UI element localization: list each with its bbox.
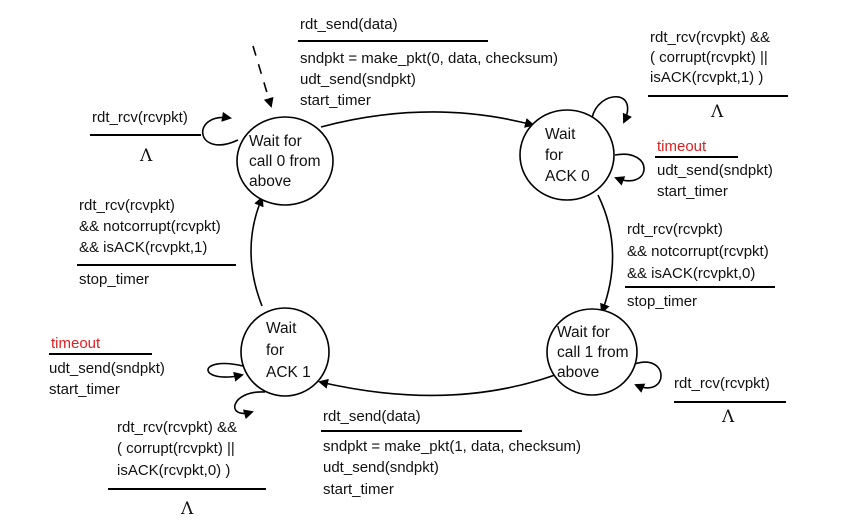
transition-action: stop_timer	[627, 293, 697, 310]
edge-call0-to-ack0	[320, 111, 535, 128]
label-call1-self: rdt_rcv(rcvpkt) Λ	[674, 375, 786, 427]
state-label-line: for	[266, 342, 284, 359]
transition-event: rdt_rcv(rcvpkt)	[674, 375, 770, 392]
lambda-symbol: Λ	[721, 407, 735, 427]
transition-event: rdt_rcv(rcvpkt)	[92, 109, 188, 126]
label-ack0-timeout: timeout udt_send(sndpkt) start_timer	[655, 138, 773, 200]
state-wait-call-0: Wait for call 0 from above	[236, 116, 334, 206]
self-loop-ack1-corrupt	[234, 391, 266, 420]
transition-action: sndpkt = make_pkt(0, data, checksum)	[300, 50, 558, 67]
lambda-symbol: Λ	[180, 499, 194, 519]
state-label-line: above	[557, 364, 599, 381]
label-ack0-to-call1: rdt_rcv(rcvpkt) && notcorrupt(rcvpkt) &&…	[625, 221, 775, 310]
state-label-line: Wait for	[249, 133, 302, 150]
transition-event: rdt_rcv(rcvpkt) &&	[117, 419, 237, 436]
transition-event: && isACK(rcvpkt,1)	[79, 239, 207, 256]
edge-ack0-to-call1	[597, 194, 614, 314]
transition-event: rdt_rcv(rcvpkt)	[79, 197, 175, 214]
timeout-event: timeout	[657, 138, 707, 155]
label-ack1-self-corrupt: rdt_rcv(rcvpkt) && ( corrupt(rcvpkt) || …	[108, 419, 266, 519]
transition-action: start_timer	[49, 381, 120, 398]
transition-event: rdt_rcv(rcvpkt) &&	[650, 29, 770, 46]
lambda-symbol: Λ	[139, 146, 153, 166]
state-wait-ack-0: Wait for ACK 0	[519, 109, 615, 201]
label-call0-self: rdt_rcv(rcvpkt) Λ	[90, 109, 201, 166]
self-loop-ack1-timeout	[207, 362, 244, 382]
self-loop-ack0-corrupt	[591, 96, 632, 124]
transition-event: isACK(rcvpkt,0) )	[117, 462, 230, 479]
timeout-event: timeout	[51, 335, 101, 352]
transition-action: start_timer	[300, 92, 371, 109]
initial-state-arrow	[252, 45, 274, 108]
transition-event: && notcorrupt(rcvpkt)	[79, 218, 221, 235]
state-wait-call-1: Wait for call 1 from above	[546, 308, 638, 396]
lambda-symbol: Λ	[710, 102, 724, 122]
transition-action: udt_send(sndpkt)	[49, 360, 165, 377]
label-ack0-self-corrupt: rdt_rcv(rcvpkt) && ( corrupt(rcvpkt) || …	[648, 29, 788, 122]
transition-event: rdt_send(data)	[323, 408, 421, 425]
self-loop-ack0-timeout	[614, 153, 645, 186]
label-ack1-timeout: timeout udt_send(sndpkt) start_timer	[49, 335, 165, 398]
transition-event: isACK(rcvpkt,1) )	[650, 69, 763, 86]
transition-action: sndpkt = make_pkt(1, data, checksum)	[323, 438, 581, 455]
transition-event: rdt_rcv(rcvpkt)	[627, 221, 723, 238]
transition-event: ( corrupt(rcvpkt) ||	[117, 440, 235, 457]
state-label-line: Wait	[545, 126, 576, 143]
state-label-line: for	[545, 147, 563, 164]
self-loop-call1	[631, 361, 662, 393]
transition-action: udt_send(sndpkt)	[657, 162, 773, 179]
state-label-line: Wait for	[557, 324, 610, 341]
state-label-line: ACK 0	[545, 168, 590, 185]
edge-call1-to-ack1	[318, 374, 556, 397]
label-call1-to-ack1: rdt_send(data) sndpkt = make_pkt(1, data…	[321, 408, 581, 498]
state-label-line: ACK 1	[266, 364, 311, 381]
state-label-line: call 0 from	[249, 153, 321, 170]
transition-action: start_timer	[323, 481, 394, 498]
state-label-line: call 1 from	[557, 344, 629, 361]
state-label-line: Wait	[266, 320, 297, 337]
state-wait-ack-1: Wait for ACK 1	[240, 307, 330, 397]
transition-event: && isACK(rcvpkt,0)	[627, 265, 755, 282]
transition-action: stop_timer	[79, 271, 149, 288]
transition-action: udt_send(sndpkt)	[300, 71, 416, 88]
transition-action: start_timer	[657, 183, 728, 200]
self-loop-call0	[202, 111, 239, 146]
transition-event: && notcorrupt(rcvpkt)	[627, 243, 769, 260]
transition-event: rdt_send(data)	[300, 16, 398, 33]
label-ack1-to-call0: rdt_rcv(rcvpkt) && notcorrupt(rcvpkt) &&…	[77, 197, 236, 288]
transition-event: ( corrupt(rcvpkt) ||	[650, 49, 768, 66]
edge-ack1-to-call0	[250, 196, 264, 307]
state-label-line: above	[249, 173, 291, 190]
transition-action: udt_send(sndpkt)	[323, 459, 439, 476]
label-call0-to-ack0: rdt_send(data) sndpkt = make_pkt(0, data…	[298, 16, 558, 109]
